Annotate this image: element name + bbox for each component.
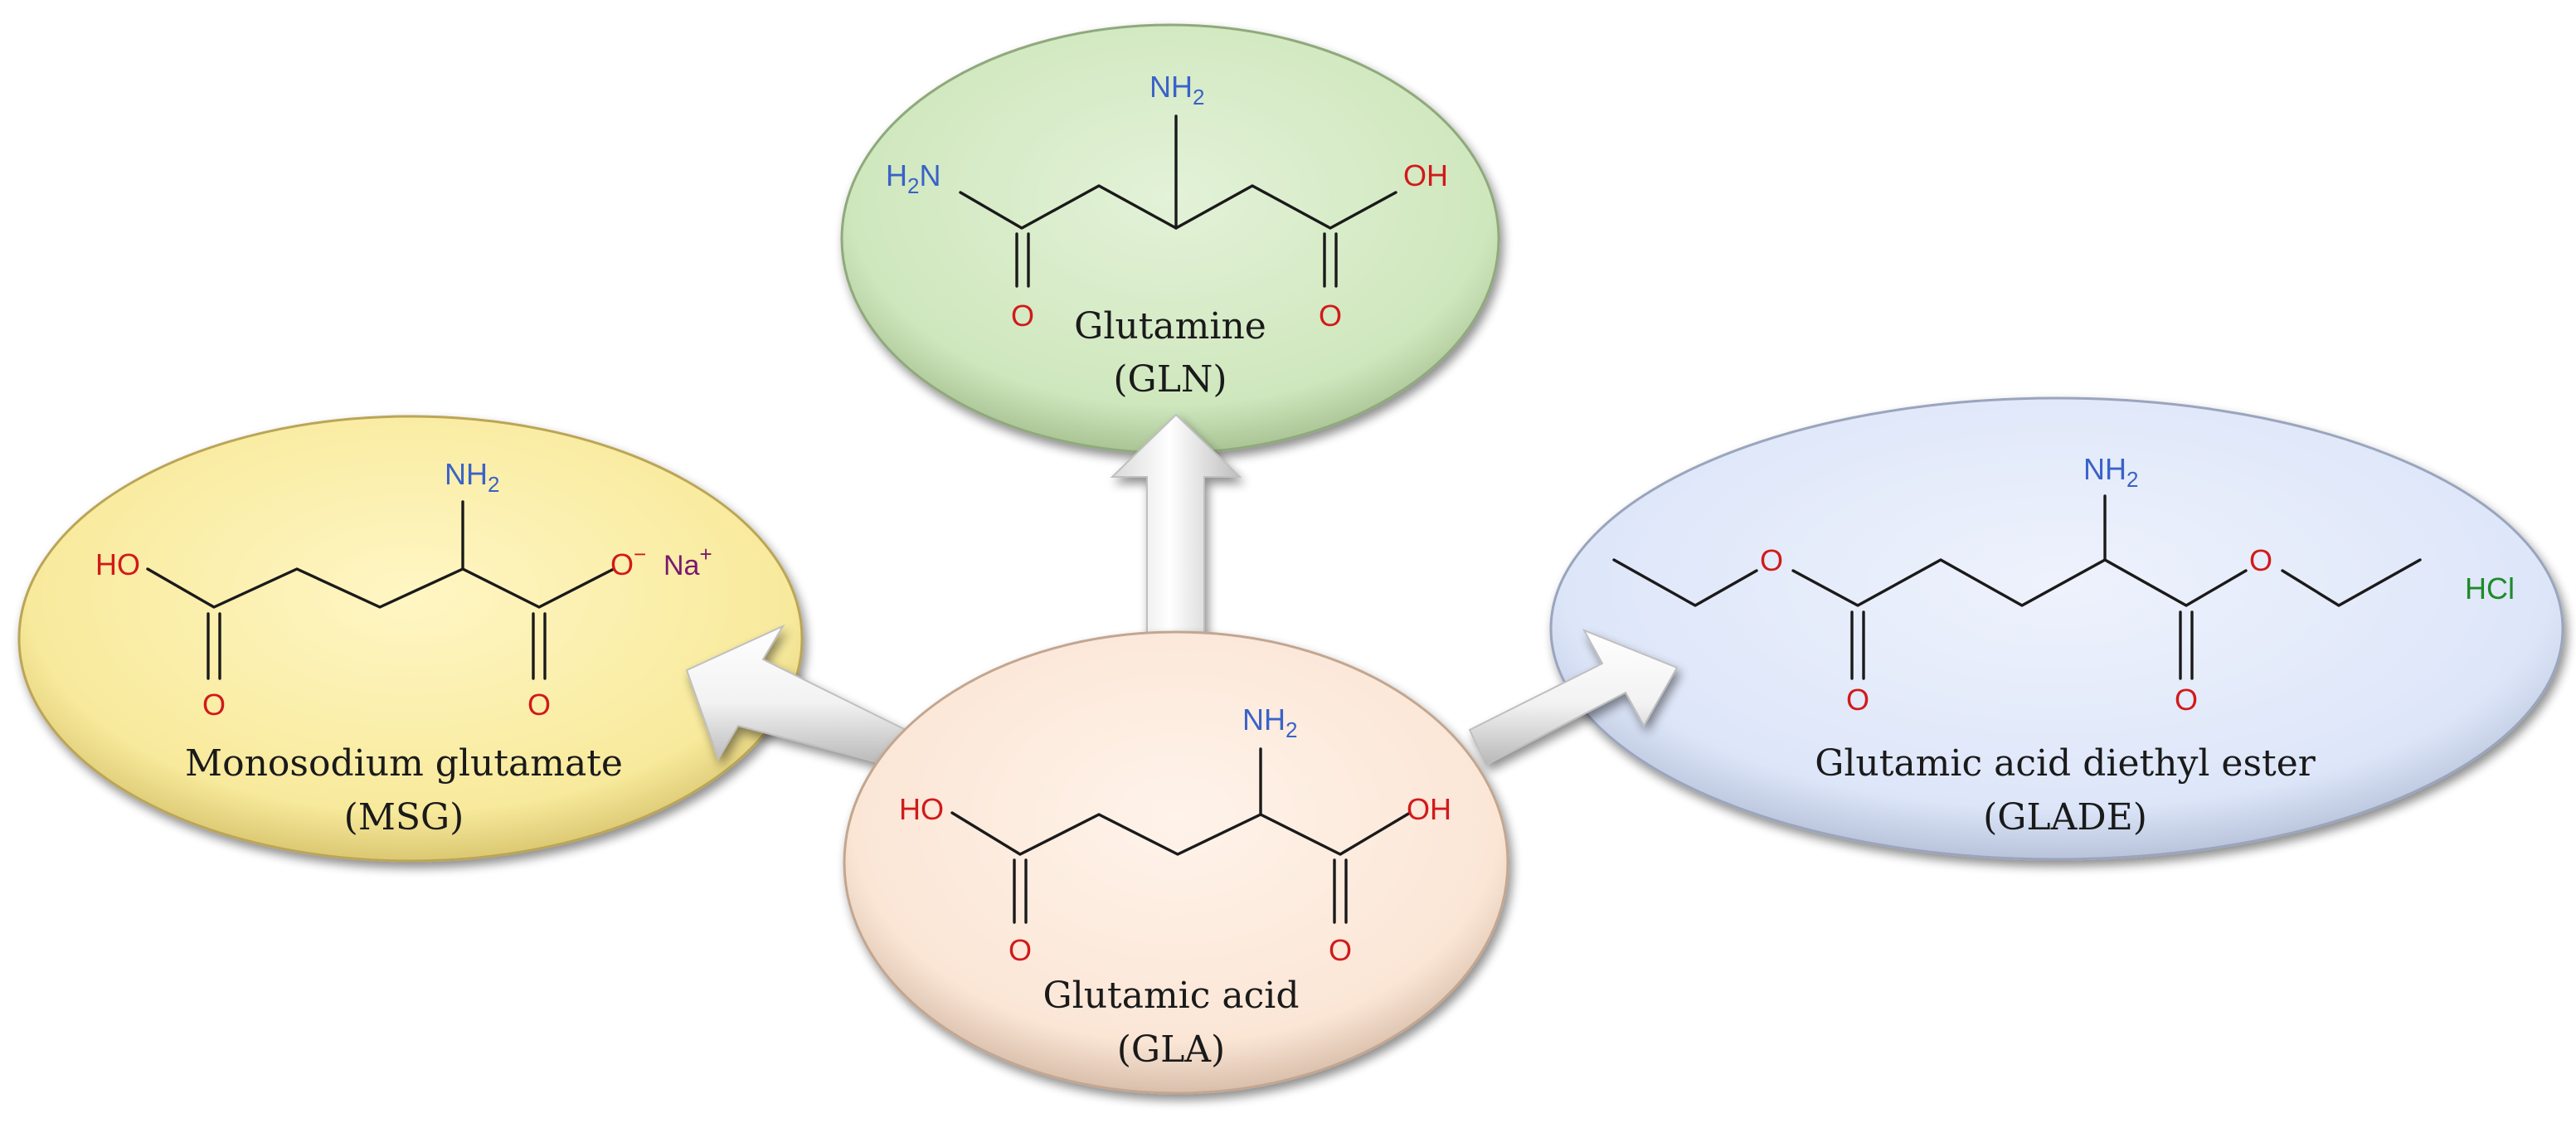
msg-na-label: Na+: [663, 542, 712, 581]
gln-h2n-label: H2N: [886, 158, 940, 198]
msg-ho-label: HO: [95, 547, 140, 581]
gln-nh2-label: NH2: [1149, 70, 1204, 109]
msg-ominus-label: O−: [610, 542, 646, 581]
glade-structure: NH2 O O O O HCl: [1612, 452, 2515, 717]
msg-abbr: (MSG): [344, 796, 464, 839]
msg-o-left: O: [202, 688, 226, 722]
glade-o-left: O: [1846, 683, 1869, 717]
glutamic-acid-structure: NH2 HO OH O O: [899, 703, 1451, 967]
gln-o-left: O: [1011, 299, 1034, 333]
gla-o-left: O: [1009, 933, 1032, 967]
msg-ellipse: [17, 415, 804, 863]
gla-o-right: O: [1329, 933, 1352, 967]
msg-nh2-label: NH2: [445, 457, 499, 497]
arrow-to-msg: [685, 624, 907, 766]
glade-hcl-label: HCl: [2465, 571, 2515, 605]
glade-abbr: (GLADE): [1983, 796, 2147, 839]
gln-o-right: O: [1319, 299, 1342, 333]
gln-abbr: (GLN): [1113, 358, 1227, 401]
gla-ho-label: HO: [899, 792, 944, 826]
gla-ellipse: [843, 630, 1509, 1095]
glade-o-ether-right: O: [2249, 543, 2272, 577]
gla-abbr: (GLA): [1117, 1028, 1225, 1071]
msg-structure: NH2 HO O− Na+ O O: [95, 457, 712, 722]
msg-name: Monosodium glutamate: [185, 742, 623, 785]
glade-o-ether-left: O: [1760, 543, 1783, 577]
gla-nh2-label: NH2: [1242, 703, 1297, 742]
glutamine-structure: NH2 H2N OH O O: [886, 70, 1448, 333]
gln-name: Glutamine: [1074, 305, 1266, 348]
glade-name: Glutamic acid diethyl ester: [1815, 742, 2316, 785]
gla-name: Glutamic acid: [1043, 975, 1299, 1017]
msg-o-right: O: [527, 688, 551, 722]
glade-ellipse: [1549, 396, 2564, 861]
arrow-to-glade: [1468, 629, 1679, 766]
arrow-to-glutamine: [1110, 413, 1242, 639]
glade-o-right: O: [2175, 683, 2198, 717]
gla-oh-label: OH: [1407, 792, 1451, 826]
glade-nh2-label: NH2: [2083, 452, 2138, 492]
gln-oh-label: OH: [1403, 158, 1448, 192]
